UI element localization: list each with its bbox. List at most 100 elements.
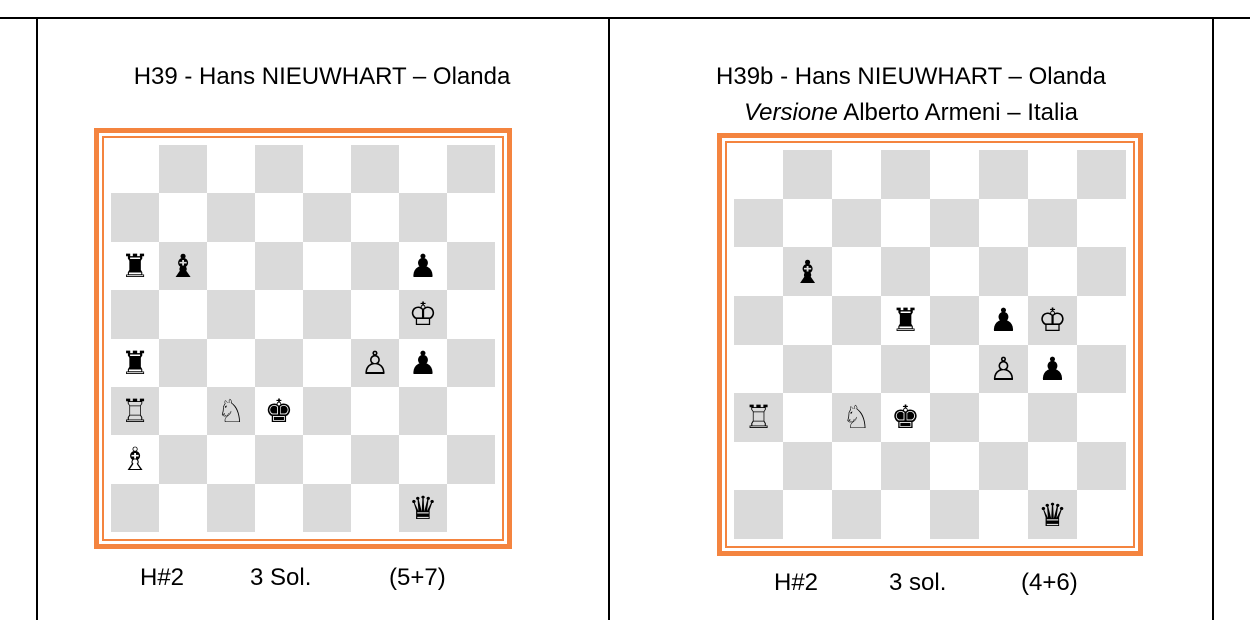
board-square: ♟ <box>399 339 447 387</box>
board-square <box>255 193 303 241</box>
board-square <box>303 435 351 483</box>
board-square <box>930 345 979 394</box>
right-solutions: 3 sol. <box>889 568 946 598</box>
board-square <box>159 484 207 532</box>
board-square <box>303 242 351 290</box>
board-square <box>303 290 351 338</box>
white-king-icon: ♔ <box>409 298 438 330</box>
board-square <box>1077 490 1126 539</box>
left-material: (5+7) <box>389 563 446 593</box>
black-pawn-icon: ♟ <box>1038 353 1067 385</box>
board-square <box>303 484 351 532</box>
black-bishop-icon: ♝ <box>169 250 198 282</box>
white-pawn-icon: ♙ <box>361 347 390 379</box>
board-square <box>734 345 783 394</box>
board-square <box>303 145 351 193</box>
board-square <box>930 393 979 442</box>
board-square: ♚ <box>881 393 930 442</box>
board-square <box>447 193 495 241</box>
black-pawn-icon: ♟ <box>989 304 1018 336</box>
board-square <box>979 490 1028 539</box>
version-author: Alberto Armeni – Italia <box>838 99 1078 126</box>
board-square: ♗ <box>111 435 159 483</box>
board-square <box>159 435 207 483</box>
board-square: ♙ <box>351 339 399 387</box>
board-square <box>207 193 255 241</box>
right-board-frame: ♝♜♟♔♙♟♖♘♚♛ <box>717 133 1143 556</box>
board-square <box>159 339 207 387</box>
board-square <box>734 296 783 345</box>
right-stipulation: H#2 <box>774 568 818 598</box>
board-square <box>979 393 1028 442</box>
board-square <box>881 345 930 394</box>
board-square <box>1077 442 1126 491</box>
white-pawn-icon: ♙ <box>989 353 1018 385</box>
board-square <box>159 193 207 241</box>
board-square <box>783 490 832 539</box>
board-square <box>1028 247 1077 296</box>
black-king-icon: ♚ <box>265 395 294 427</box>
board-square <box>1077 247 1126 296</box>
board-square <box>979 442 1028 491</box>
board-square <box>930 442 979 491</box>
board-square <box>159 290 207 338</box>
white-knight-icon: ♘ <box>842 401 871 433</box>
board-square <box>783 393 832 442</box>
board-square <box>111 145 159 193</box>
board-square <box>255 339 303 387</box>
board-square: ♝ <box>159 242 207 290</box>
board-square <box>303 339 351 387</box>
board-square <box>832 490 881 539</box>
board-square <box>734 442 783 491</box>
board-square <box>207 435 255 483</box>
board-square <box>1028 393 1077 442</box>
board-square <box>447 290 495 338</box>
right-problem-version: Versione Alberto Armeni – Italia <box>610 96 1212 130</box>
board-square: ♔ <box>1028 296 1077 345</box>
left-chess-board: ♜ ♝ ♟ ♔ ♜ ♙ ♟ ♖ ♘ ♚ ♗ ♛ <box>111 145 495 532</box>
black-pawn-icon: ♟ <box>409 250 438 282</box>
version-label: Versione <box>744 99 838 126</box>
board-square <box>447 242 495 290</box>
board-square <box>207 339 255 387</box>
black-rook-icon: ♜ <box>121 250 150 282</box>
board-square <box>881 199 930 248</box>
white-rook-icon: ♖ <box>121 395 150 427</box>
board-square: ♖ <box>734 393 783 442</box>
board-square <box>399 387 447 435</box>
board-square: ♔ <box>399 290 447 338</box>
board-square: ♜ <box>111 339 159 387</box>
table-left-border <box>36 17 38 620</box>
board-square <box>881 442 930 491</box>
board-square <box>979 247 1028 296</box>
board-square <box>207 145 255 193</box>
white-king-icon: ♔ <box>1038 304 1067 336</box>
white-rook-icon: ♖ <box>744 401 773 433</box>
board-square <box>832 150 881 199</box>
board-square <box>979 150 1028 199</box>
board-square <box>832 199 881 248</box>
board-square <box>832 442 881 491</box>
board-square <box>447 435 495 483</box>
board-square <box>111 484 159 532</box>
left-board-inner-frame: ♜ ♝ ♟ ♔ ♜ ♙ ♟ ♖ ♘ ♚ ♗ ♛ <box>102 136 504 541</box>
board-square <box>447 145 495 193</box>
board-square <box>734 150 783 199</box>
board-square <box>979 199 1028 248</box>
board-square <box>447 387 495 435</box>
board-square <box>447 484 495 532</box>
left-problem-title: H39 - Hans NIEUWHART – Olanda <box>36 60 608 94</box>
board-square <box>399 145 447 193</box>
board-square: ♜ <box>111 242 159 290</box>
board-square <box>734 247 783 296</box>
board-square: ♖ <box>111 387 159 435</box>
board-square <box>930 296 979 345</box>
board-square <box>351 435 399 483</box>
black-queen-icon: ♛ <box>409 492 438 524</box>
white-knight-icon: ♘ <box>217 395 246 427</box>
left-solutions: 3 Sol. <box>250 563 311 593</box>
board-square <box>399 193 447 241</box>
board-square <box>159 387 207 435</box>
board-square: ♘ <box>832 393 881 442</box>
left-board-frame: ♜ ♝ ♟ ♔ ♜ ♙ ♟ ♖ ♘ ♚ ♗ ♛ <box>94 128 512 549</box>
